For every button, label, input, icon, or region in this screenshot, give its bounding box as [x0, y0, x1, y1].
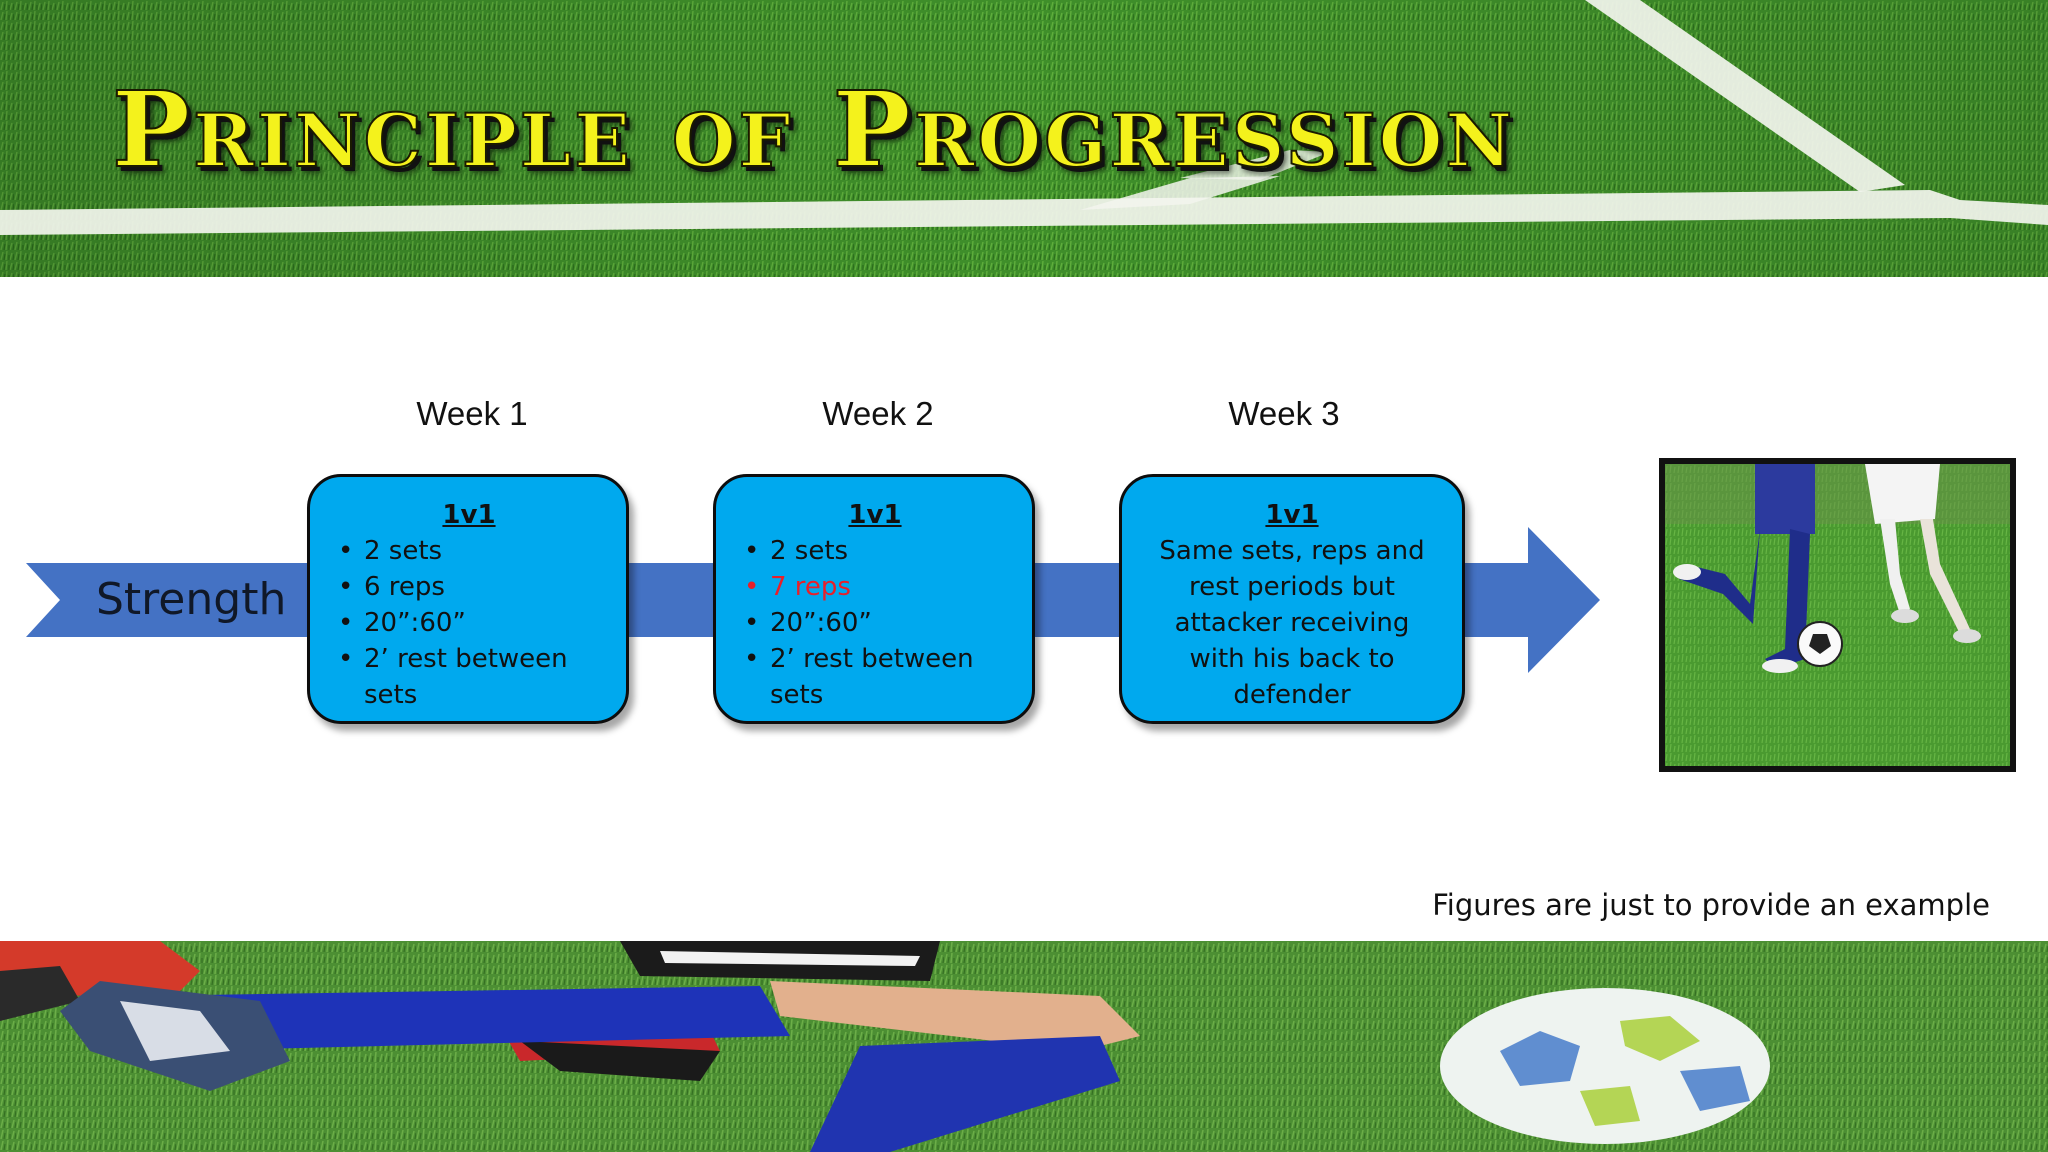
slide-title: Principle of Progression [111, 68, 1516, 191]
bottom-banner-image [0, 941, 2048, 1152]
bullet-item-highlighted: 7 reps [738, 569, 1012, 605]
week-1-bullet-list: 2 sets 6 reps 20”:60” 2’ rest between se… [332, 533, 606, 713]
bullet-item: 6 reps [332, 569, 606, 605]
week-1-label: Week 1 [416, 395, 528, 432]
bullet-item: 20”:60” [332, 605, 606, 641]
week-1-box: 1v1 2 sets 6 reps 20”:60” 2’ rest betwee… [307, 474, 629, 724]
week-2-label: Week 2 [822, 395, 934, 432]
week-2-box: 1v1 2 sets 7 reps 20”:60” 2’ rest betwee… [713, 474, 1035, 724]
week-1-box-title: 1v1 [442, 500, 496, 530]
bullet-item: 2 sets [738, 533, 1012, 569]
bullet-item: 2’ rest between sets [738, 641, 1012, 713]
bullet-item: 2’ rest between sets [332, 641, 606, 713]
soccer-players-photo [1659, 458, 2016, 772]
bullet-item: 20”:60” [738, 605, 1012, 641]
week-2-bullet-list: 2 sets 7 reps 20”:60” 2’ rest between se… [738, 533, 1012, 713]
top-banner-image [0, 0, 2048, 277]
week-3-box: 1v1 Same sets, reps and rest periods but… [1119, 474, 1465, 724]
week-2-box-title: 1v1 [848, 500, 902, 530]
strength-label: Strength [96, 574, 287, 625]
week-3-label: Week 3 [1228, 395, 1340, 432]
bullet-item: 2 sets [332, 533, 606, 569]
week-3-box-title: 1v1 [1265, 500, 1319, 530]
footnote: Figures are just to provide an example [1432, 888, 1990, 922]
week-3-description: Same sets, reps and rest periods but att… [1159, 536, 1425, 710]
